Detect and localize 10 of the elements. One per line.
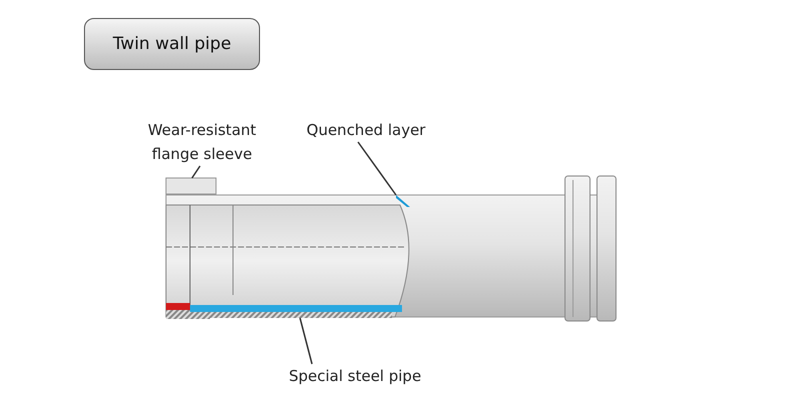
leader-line <box>357 142 397 196</box>
steel-pipe-wall <box>190 305 402 318</box>
leader-line <box>191 166 201 178</box>
title-box: Twin wall pipe <box>84 18 260 70</box>
quenched-layer <box>396 195 410 207</box>
part-label: Quenched layer <box>300 118 432 142</box>
leader-line <box>299 318 313 364</box>
flange-sleeve <box>166 178 216 194</box>
part-label: Special steel pipe <box>270 364 440 388</box>
part-label: Wear-resistant flange sleeve <box>132 118 272 166</box>
